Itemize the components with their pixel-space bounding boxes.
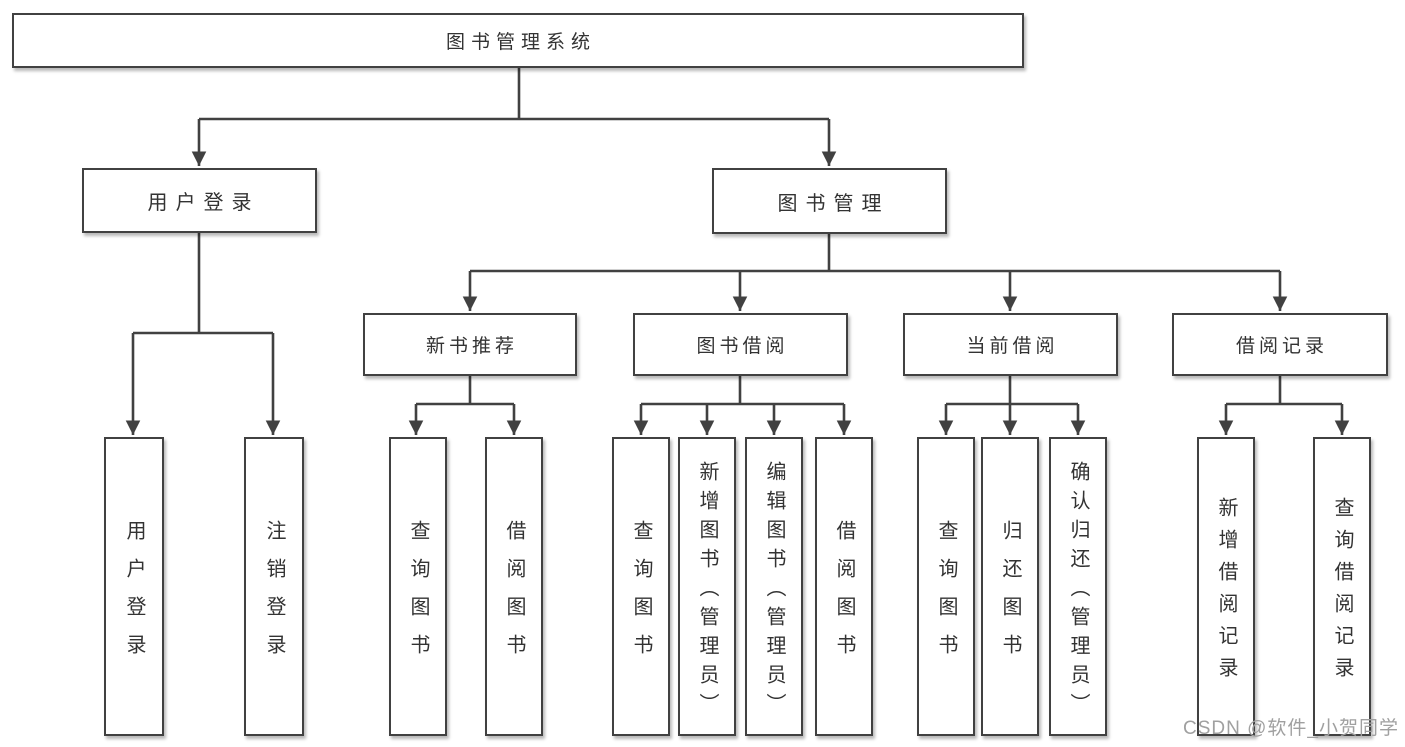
- leaf-add-books-admin: 新增图书（管理员）: [678, 437, 736, 736]
- node-user-login-label: 用户登录: [147, 192, 260, 214]
- leaf-logout-login: 注销登录: [244, 437, 304, 736]
- leaf-logout-login-label: 注销登录: [263, 519, 285, 672]
- leaf-borrowing-query-books: 查询图书: [612, 437, 670, 736]
- leaf-recommend-borrow-books-label: 借阅图书: [503, 519, 525, 672]
- leaf-confirm-return-admin: 确认归还（管理员）: [1049, 437, 1107, 736]
- node-current-borrowing-label: 当前借阅: [966, 336, 1059, 357]
- leaf-borrowing-query-books-label: 查询图书: [630, 519, 652, 672]
- leaf-return-books: 归还图书: [981, 437, 1039, 736]
- leaf-add-books-admin-label: 新增图书（管理员）: [696, 460, 718, 722]
- leaf-user-login-label: 用户登录: [123, 519, 145, 672]
- leaf-recommend-query-books: 查询图书: [389, 437, 447, 736]
- node-book-borrowing-label: 图书借阅: [696, 336, 789, 357]
- node-library-system-label: 图书管理系统: [445, 32, 596, 53]
- leaf-confirm-return-admin-label: 确认归还（管理员）: [1067, 460, 1089, 722]
- leaf-borrowing-borrow-books-label: 借阅图书: [833, 519, 855, 672]
- node-current-borrowing: 当前借阅: [903, 313, 1118, 376]
- node-user-login: 用户登录: [82, 168, 317, 233]
- leaf-borrowing-borrow-books: 借阅图书: [815, 437, 873, 736]
- node-new-book-recommendation: 新书推荐: [363, 313, 577, 376]
- leaf-return-books-label: 归还图书: [999, 519, 1021, 672]
- leaf-query-borrow-record-label: 查询借阅记录: [1331, 496, 1353, 689]
- leaf-user-login: 用户登录: [104, 437, 164, 736]
- node-library-system: 图书管理系统: [12, 13, 1024, 68]
- node-new-book-recommendation-label: 新书推荐: [425, 336, 518, 357]
- leaf-current-query-books: 查询图书: [917, 437, 975, 736]
- leaf-current-query-books-label: 查询图书: [935, 519, 957, 672]
- node-book-management-label: 图书管理: [777, 192, 890, 215]
- watermark: CSDN @软件_小贺同学: [1183, 718, 1399, 739]
- node-borrowing-records-label: 借阅记录: [1235, 336, 1328, 357]
- leaf-query-borrow-record: 查询借阅记录: [1313, 437, 1371, 736]
- node-book-management: 图书管理: [712, 168, 947, 234]
- leaf-recommend-borrow-books: 借阅图书: [485, 437, 543, 736]
- node-borrowing-records: 借阅记录: [1172, 313, 1388, 376]
- node-book-borrowing: 图书借阅: [633, 313, 848, 376]
- leaf-add-borrow-record: 新增借阅记录: [1197, 437, 1255, 736]
- leaf-edit-books-admin: 编辑图书（管理员）: [745, 437, 803, 736]
- leaf-add-borrow-record-label: 新增借阅记录: [1215, 496, 1237, 689]
- leaf-recommend-query-books-label: 查询图书: [407, 519, 429, 672]
- leaf-edit-books-admin-label: 编辑图书（管理员）: [763, 460, 785, 722]
